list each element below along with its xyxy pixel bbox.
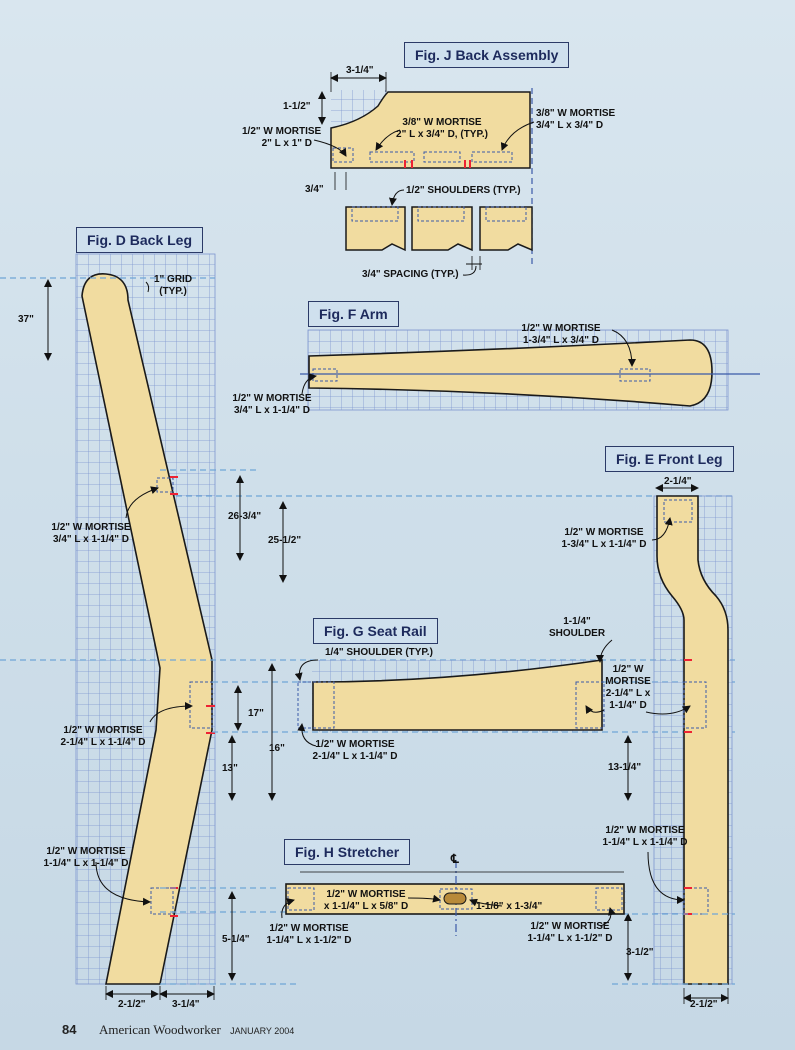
fig-j-mortise-3 bbox=[423, 151, 461, 163]
fig-j-slat-1 bbox=[345, 206, 406, 252]
fig-e-title: Fig. E Front Leg bbox=[605, 446, 734, 472]
arm-shape bbox=[308, 339, 713, 407]
fig-d-dim-bottom-right: 3-1/4" bbox=[172, 999, 200, 1010]
fig-h-centerline-symbol: ℄ bbox=[451, 852, 459, 866]
fig-d-dim-16: 16" bbox=[269, 743, 285, 754]
fig-j-slat-2 bbox=[411, 206, 473, 252]
arm-mortise-right bbox=[619, 368, 651, 382]
issue-date: JANUARY 2004 bbox=[230, 1026, 295, 1036]
fig-j-mortise-4 bbox=[471, 151, 513, 163]
magazine-name: American Woodworker bbox=[99, 1022, 221, 1037]
fig-f-title: Fig. F Arm bbox=[308, 301, 399, 327]
back-leg-mortise-top bbox=[156, 477, 174, 493]
seat-rail-tenon-left bbox=[297, 681, 335, 729]
fig-j-mortise-2 bbox=[369, 151, 415, 163]
fig-d-dim-5-1-4: 5-1/4" bbox=[222, 934, 250, 945]
fig-j-slat-3 bbox=[479, 206, 533, 252]
fig-j-spacing-label: 3/4" SPACING (TYP.) bbox=[362, 269, 459, 280]
fig-e-drawing bbox=[612, 484, 735, 1004]
fig-f-drawing bbox=[300, 329, 760, 411]
fig-e-dim-13-1-4: 13-1/4" bbox=[608, 762, 642, 773]
fig-h-slot-label: 1-1/8" x 1-3/4" bbox=[476, 901, 543, 912]
fig-d-dim-13: 13" bbox=[222, 763, 238, 774]
fig-h-title: Fig. H Stretcher bbox=[284, 839, 411, 865]
fig-d-drawing bbox=[0, 253, 735, 1000]
fig-e-dim-bottom: 2-1/2" bbox=[690, 999, 718, 1010]
fig-g-shoulder-right-label: 1-1/4"SHOULDER bbox=[548, 616, 606, 639]
fig-j-shoulders-label: 1/2" SHOULDERS (TYP.) bbox=[406, 185, 521, 196]
fig-g-shoulder-typ-label: 1/4" SHOULDER (TYP.) bbox=[325, 647, 433, 658]
fig-d-dim-37: 37" bbox=[18, 314, 34, 325]
fig-h-drawing bbox=[281, 860, 626, 936]
fig-j-small-dim: 3/4" bbox=[305, 184, 324, 195]
back-leg-shape bbox=[81, 273, 213, 985]
page-footer: 84 American Woodworker JANUARY 2004 bbox=[62, 1022, 294, 1038]
fig-j-width-dim: 3-1/4" bbox=[346, 65, 374, 76]
fig-d-dim-25-1-2: 25-1/2" bbox=[268, 535, 302, 546]
fig-d-grid-note: 1" GRID(TYP.) bbox=[153, 274, 193, 297]
fig-d-dim-bottom-left: 2-1/2" bbox=[118, 999, 146, 1010]
fig-d-title: Fig. D Back Leg bbox=[76, 227, 204, 253]
fig-j-title: Fig. J Back Assembly bbox=[404, 42, 570, 68]
fig-g-drawing bbox=[294, 639, 613, 747]
fig-e-dim-3-1-2: 3-1/2" bbox=[626, 947, 654, 958]
page-number: 84 bbox=[62, 1022, 77, 1037]
fig-j-height-dim: 1-1/2" bbox=[283, 101, 311, 112]
front-leg-mortise-mid bbox=[683, 681, 707, 729]
fig-d-dim-17: 17" bbox=[248, 708, 264, 719]
fig-d-dim-26-3-4: 26-3/4" bbox=[228, 511, 262, 522]
fig-e-dim-top: 2-1/4" bbox=[664, 476, 692, 487]
seat-rail-tenon-right bbox=[575, 681, 605, 729]
fig-g-title: Fig. G Seat Rail bbox=[313, 618, 438, 644]
fig-j-drawing bbox=[313, 72, 535, 276]
stretcher-slot bbox=[443, 892, 467, 905]
